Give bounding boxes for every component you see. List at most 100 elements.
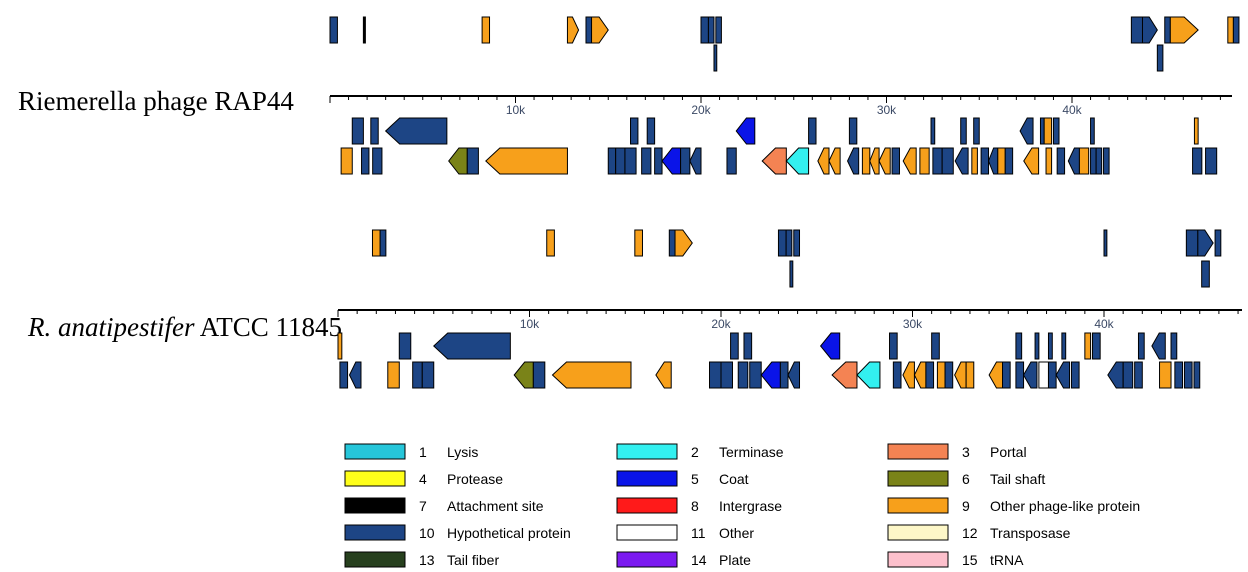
gene-reverse-43 [641,147,652,175]
gene-reverse-71 [1183,361,1193,389]
gene-reverse-75 [1103,147,1110,175]
gene-reverse-32 [339,361,349,389]
legend-label: Other phage-like protein [990,498,1140,514]
legend-swatch-14 [616,551,678,568]
gene-reverse-45 [760,361,781,389]
legend-label: Portal [990,444,1027,460]
gene-forward-1 [379,229,387,257]
gene-reverse-39 [485,147,568,175]
axis-tick-label: 40k [1062,103,1082,117]
gene-reverse-53 [925,361,935,389]
gene-reverse-31 [1052,117,1060,145]
gene-forward-14 [1169,16,1199,44]
gene-reverse-56 [954,361,967,389]
gene-reverse-58 [902,147,917,175]
legend-label: tRNA [990,552,1024,568]
gene-reverse-17 [433,332,511,360]
gene-forward-3 [566,16,580,44]
gene-reverse-30 [1043,117,1053,145]
gene-reverse-42 [624,147,637,175]
axis-tick-label: 20k [711,317,731,331]
gene-reverse-54 [936,361,946,389]
gene-forward-0 [329,16,338,44]
gene-forward-13 [1201,260,1210,288]
gene-reverse-25 [930,117,936,145]
gene-reverse-69 [1045,147,1053,175]
gene-reverse-63 [1047,361,1057,389]
gene-forward-0 [371,229,381,257]
gene-reverse-55 [869,147,880,175]
gene-reverse-68 [1134,361,1143,389]
gene-reverse-64 [1055,361,1071,389]
gene-forward-6 [777,229,787,257]
gene-reverse-36 [372,147,383,175]
gene-reverse-22 [735,117,756,145]
gene-reverse-70 [1056,147,1066,175]
gene-forward-8 [793,229,801,257]
gene-reverse-34 [340,147,353,175]
legend-number: 13 [419,552,435,568]
gene-reverse-64 [980,147,990,175]
gene-reverse-25 [1047,332,1053,360]
gene-reverse-66 [997,147,1006,175]
gene-reverse-76 [1192,147,1203,175]
gene-reverse-50 [785,147,810,175]
legend-label: Terminase [719,444,784,460]
legend-swatch-7 [344,497,406,514]
legend-number: 5 [691,471,699,487]
gene-reverse-44 [654,147,663,175]
legend-swatch-4 [344,470,406,487]
gene-reverse-16 [398,332,412,360]
gene-reverse-55 [944,361,954,389]
gene-reverse-61 [941,147,954,175]
gene-reverse-48 [831,361,858,389]
gene-reverse-60 [932,147,943,175]
gene-reverse-52 [913,361,927,389]
gene-reverse-20 [819,332,841,360]
gene-forward-10 [1103,229,1108,257]
gene-forward-5 [591,16,609,44]
gene-reverse-43 [737,361,749,389]
legend-label: Attachment site [447,498,544,514]
gene-reverse-65 [987,147,999,175]
legend-swatch-2 [616,443,678,460]
gene-forward-4 [668,229,676,257]
gene-reverse-17 [351,117,364,145]
gene-forward-15 [1227,16,1234,44]
legend-number: 3 [962,444,970,460]
gene-reverse-21 [889,332,898,360]
gene-reverse-27 [973,117,980,145]
genome-title-atcc11845: R. anatipestifer ATCC 11845 [27,312,342,342]
gene-reverse-51 [817,147,830,175]
gene-reverse-41 [615,147,626,175]
gene-reverse-29 [1039,117,1045,145]
gene-reverse-19 [384,117,448,145]
legend-swatch-15 [887,551,949,568]
legend-swatch-9 [887,497,949,514]
legend-label: Intergrase [719,498,782,514]
gene-forward-6 [700,16,709,44]
axis-tick-label: 10k [520,317,540,331]
gene-reverse-27 [1084,332,1092,360]
gene-reverse-47 [787,361,801,389]
gene-reverse-72 [1078,147,1090,175]
legend-number: 4 [419,471,427,487]
gene-reverse-33 [348,361,362,389]
legend-label: Protease [447,471,503,487]
gene-forward-1 [362,16,366,44]
legend-label: Other [719,525,754,541]
legend-number: 6 [962,471,970,487]
gene-reverse-62 [1038,361,1049,389]
gene-reverse-18 [730,332,739,360]
gene-forward-9 [713,44,718,72]
legend-number: 2 [691,444,699,460]
gene-reverse-67 [1004,147,1014,175]
gene-reverse-32 [1090,117,1095,145]
gene-reverse-56 [878,147,891,175]
gene-reverse-24 [1034,332,1040,360]
axis-tick-label: 20k [691,103,711,117]
gene-forward-16 [1232,16,1240,44]
